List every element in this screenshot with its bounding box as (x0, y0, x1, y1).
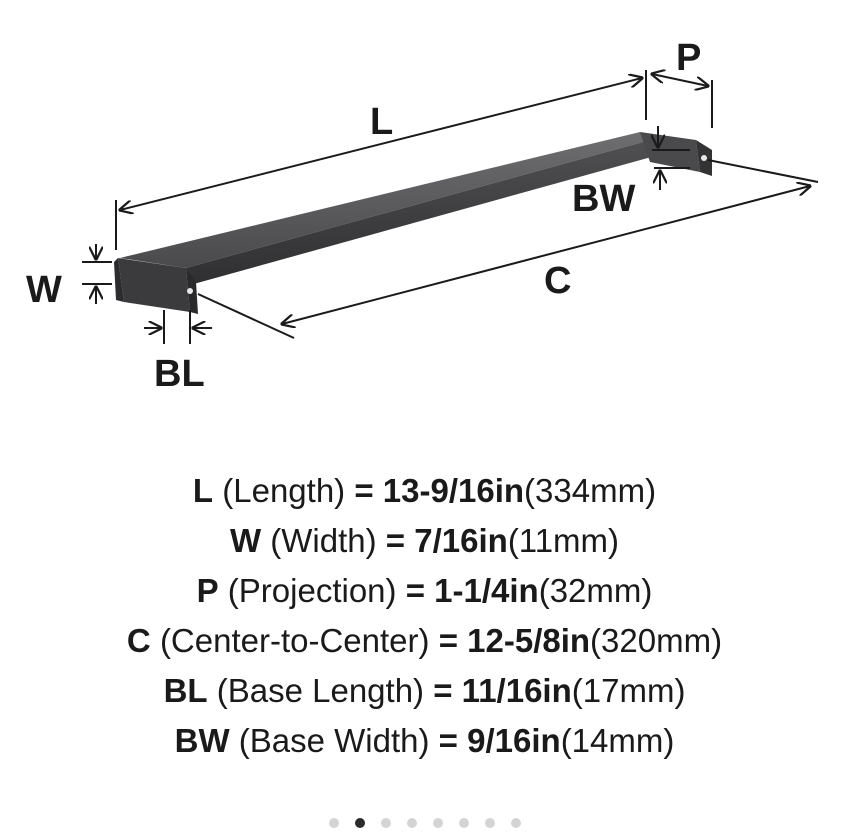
left-screw-hole (187, 288, 193, 294)
carousel-dot[interactable] (432, 818, 443, 828)
spec-row: P (Projection) = 1-1/4in(32mm) (0, 566, 849, 616)
spec-metric-value: (14mm) (560, 722, 675, 759)
product-dimension-diagram: L P BW W C BL (26, 37, 819, 395)
spec-abbreviation: BL (163, 672, 208, 709)
spec-abbreviation: W (229, 522, 262, 559)
carousel-dot[interactable] (484, 818, 495, 828)
label-BL: BL (154, 353, 205, 395)
spec-equals: = (405, 572, 425, 609)
label-W: W (26, 269, 62, 311)
carousel-dot[interactable] (328, 818, 339, 828)
spec-equals: = (438, 722, 458, 759)
spec-metric-value: (17mm) (571, 672, 686, 709)
spec-row: C (Center-to-Center) = 12-5/8in(320mm) (0, 616, 849, 666)
carousel-dot[interactable] (458, 818, 469, 828)
carousel-dot[interactable] (510, 818, 521, 828)
label-P: P (676, 37, 701, 79)
spec-metric-value: (334mm) (524, 472, 657, 509)
spec-name: (Center-to-Center) (159, 622, 430, 659)
handle-left-post (118, 258, 190, 312)
right-screw-hole (701, 155, 707, 161)
carousel-dot[interactable] (354, 818, 365, 828)
carousel-pagination (0, 818, 849, 832)
spec-equals: = (433, 672, 453, 709)
spec-metric-value: (32mm) (538, 572, 653, 609)
spec-abbreviation: C (126, 622, 151, 659)
spec-imperial-value: 7/16in (414, 522, 508, 559)
cabinet-pull-handle (114, 132, 712, 314)
spec-imperial-value: 1-1/4in (434, 572, 539, 609)
spec-equals: = (438, 622, 458, 659)
spec-name: (Projection) (227, 572, 397, 609)
handle-right-post (640, 132, 700, 172)
spec-name: (Base Length) (216, 672, 425, 709)
label-BW: BW (572, 178, 635, 220)
spec-name: (Base Width) (238, 722, 430, 759)
spec-row: BW (Base Width) = 9/16in(14mm) (0, 716, 849, 766)
spec-row: W (Width) = 7/16in(11mm) (0, 516, 849, 566)
spec-row: L (Length) = 13-9/16in(334mm) (0, 466, 849, 516)
spec-name: (Width) (270, 522, 377, 559)
spec-name: (Length) (222, 472, 346, 509)
spec-abbreviation: L (192, 472, 214, 509)
spec-imperial-value: 13-9/16in (382, 472, 525, 509)
spec-metric-value: (320mm) (590, 622, 723, 659)
carousel-dot[interactable] (380, 818, 391, 828)
spec-metric-value: (11mm) (507, 522, 620, 559)
label-L: L (370, 101, 393, 143)
spec-abbreviation: P (196, 572, 219, 609)
spec-imperial-value: 12-5/8in (467, 622, 591, 659)
spec-imperial-value: 9/16in (467, 722, 561, 759)
spec-row: BL (Base Length) = 11/16in(17mm) (0, 666, 849, 716)
dimension-specs-list: L (Length) = 13-9/16in(334mm)W (Width) =… (0, 466, 849, 766)
spec-abbreviation: BW (174, 722, 230, 759)
spec-equals: = (385, 522, 406, 559)
dimension-lines (82, 70, 819, 344)
spec-equals: = (354, 472, 374, 509)
carousel-dot[interactable] (406, 818, 417, 828)
label-C: C (544, 260, 571, 302)
spec-imperial-value: 11/16in (461, 672, 572, 709)
